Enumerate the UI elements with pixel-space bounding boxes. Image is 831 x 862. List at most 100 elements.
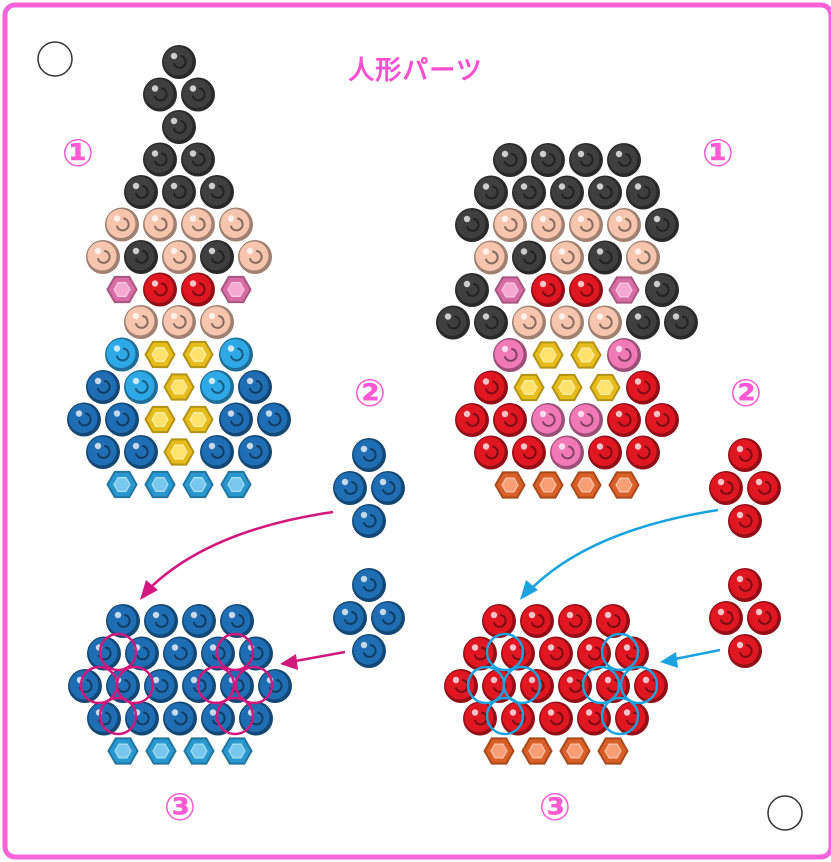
- left-step3-bead: [185, 738, 214, 763]
- left-step1-bead: [124, 370, 158, 404]
- left-step3-bead: [144, 604, 178, 638]
- left-step1-bead: [105, 338, 139, 372]
- corner-hole-bottom: [768, 796, 802, 830]
- right-step3-bead: [482, 604, 516, 638]
- right-step1-bead: [645, 403, 679, 437]
- left-step1-bead: [146, 407, 175, 432]
- left-step2-a-bead: [371, 471, 405, 505]
- right-step1-bead: [455, 273, 489, 307]
- left-step1-bead: [219, 403, 253, 437]
- right-step1-bead: [591, 375, 620, 400]
- right-step2-b-bead: [728, 634, 762, 668]
- left-step1-bead: [222, 472, 251, 497]
- left-step1-bead: [162, 110, 196, 144]
- left-step1-bead: [124, 240, 158, 274]
- right-step1-bead: [496, 472, 525, 497]
- right-step1-bead: [569, 143, 603, 177]
- right-step1-bead: [474, 371, 508, 405]
- right-step2-a-bead: [728, 438, 762, 472]
- right-step1-bead: [626, 176, 660, 210]
- right-step1-bead: [493, 338, 527, 372]
- left-step1-bead: [181, 273, 215, 307]
- right-step3-bead: [599, 738, 628, 763]
- left-step1-bead: [67, 403, 101, 437]
- right-step3-bead: [485, 738, 514, 763]
- right-step1-bead: [512, 176, 546, 210]
- step-label-2-left: ②: [354, 371, 386, 415]
- right-step1-bead: [550, 306, 584, 340]
- left-step2-a-bead: [333, 471, 367, 505]
- right-step1-bead: [531, 403, 565, 437]
- right-step1-bead: [531, 273, 565, 307]
- right-step1-bead: [610, 472, 639, 497]
- left-step1-bead: [184, 407, 213, 432]
- right-step2-a-bead: [709, 471, 743, 505]
- left-step1-bead: [86, 240, 120, 274]
- left-step1-bead: [162, 240, 196, 274]
- right-step1-bead: [588, 241, 622, 275]
- left-step1-bead: [200, 175, 234, 209]
- left-step1-bead: [165, 439, 194, 464]
- left-step3-bead: [163, 637, 197, 671]
- right-step1-bead: [512, 306, 546, 340]
- right-step3-bead: [539, 637, 573, 671]
- right-step1-bead: [572, 472, 601, 497]
- right-step1-bead: [626, 306, 660, 340]
- right-step3-bead: [539, 702, 573, 736]
- left-step3-bead: [182, 604, 216, 638]
- right-step2-b-bead: [728, 568, 762, 602]
- right-step2-a-bead: [728, 504, 762, 538]
- right-step1-bead: [607, 403, 641, 437]
- right-step1-bead: [553, 375, 582, 400]
- left-step1-bead: [124, 175, 158, 209]
- right-step3-bead: [520, 604, 554, 638]
- left-step2-a-bead: [352, 504, 386, 538]
- right-step1-bead: [626, 241, 660, 275]
- left-step2-b-bead: [352, 634, 386, 668]
- right-step1-bead: [626, 436, 660, 470]
- right-step1-bead: [474, 306, 508, 340]
- left-step1-bead: [257, 403, 291, 437]
- step-label-2-right: ②: [730, 371, 762, 415]
- right-step1-bead: [569, 273, 603, 307]
- right-step1-bead: [534, 472, 563, 497]
- left-step1-bead: [181, 208, 215, 242]
- left-step1-bead: [222, 277, 251, 302]
- right-step1-bead: [531, 208, 565, 242]
- right-step1-bead: [572, 342, 601, 367]
- right-step1-bead: [607, 338, 641, 372]
- arrow-left-lower: [280, 652, 345, 670]
- right-step1-bead: [588, 436, 622, 470]
- right-step1-bead: [496, 277, 525, 302]
- left-step1-bead: [146, 342, 175, 367]
- right-step1-bead: [550, 176, 584, 210]
- left-step1-bead: [162, 305, 196, 339]
- left-step1-bead: [143, 143, 177, 177]
- right-step3-bead: [596, 604, 630, 638]
- right-step1-bead: [607, 208, 641, 242]
- right-step1-bead: [493, 403, 527, 437]
- left-step3-bead: [239, 637, 273, 671]
- left-step3-bead: [109, 738, 138, 763]
- left-step1-bead: [200, 305, 234, 339]
- left-step1-bead: [165, 374, 194, 399]
- left-step1-bead: [184, 342, 213, 367]
- left-step1-bead: [200, 370, 234, 404]
- left-step1-bead: [124, 305, 158, 339]
- step-label-3-right: ③: [539, 785, 571, 829]
- left-step1-bead: [105, 403, 139, 437]
- left-step1-bead: [238, 370, 272, 404]
- right-step1-bead: [588, 176, 622, 210]
- right-step1-bead: [588, 306, 622, 340]
- right-step1-bead: [626, 371, 660, 405]
- step-label-1-left: ①: [62, 131, 94, 175]
- right-step3-bead: [558, 604, 592, 638]
- right-step1-bead: [569, 403, 603, 437]
- right-step2-b-bead: [747, 601, 781, 635]
- left-step1-bead: [200, 240, 234, 274]
- right-step1-bead: [515, 375, 544, 400]
- left-step1-bead: [124, 435, 158, 469]
- left-step1-bead: [86, 435, 120, 469]
